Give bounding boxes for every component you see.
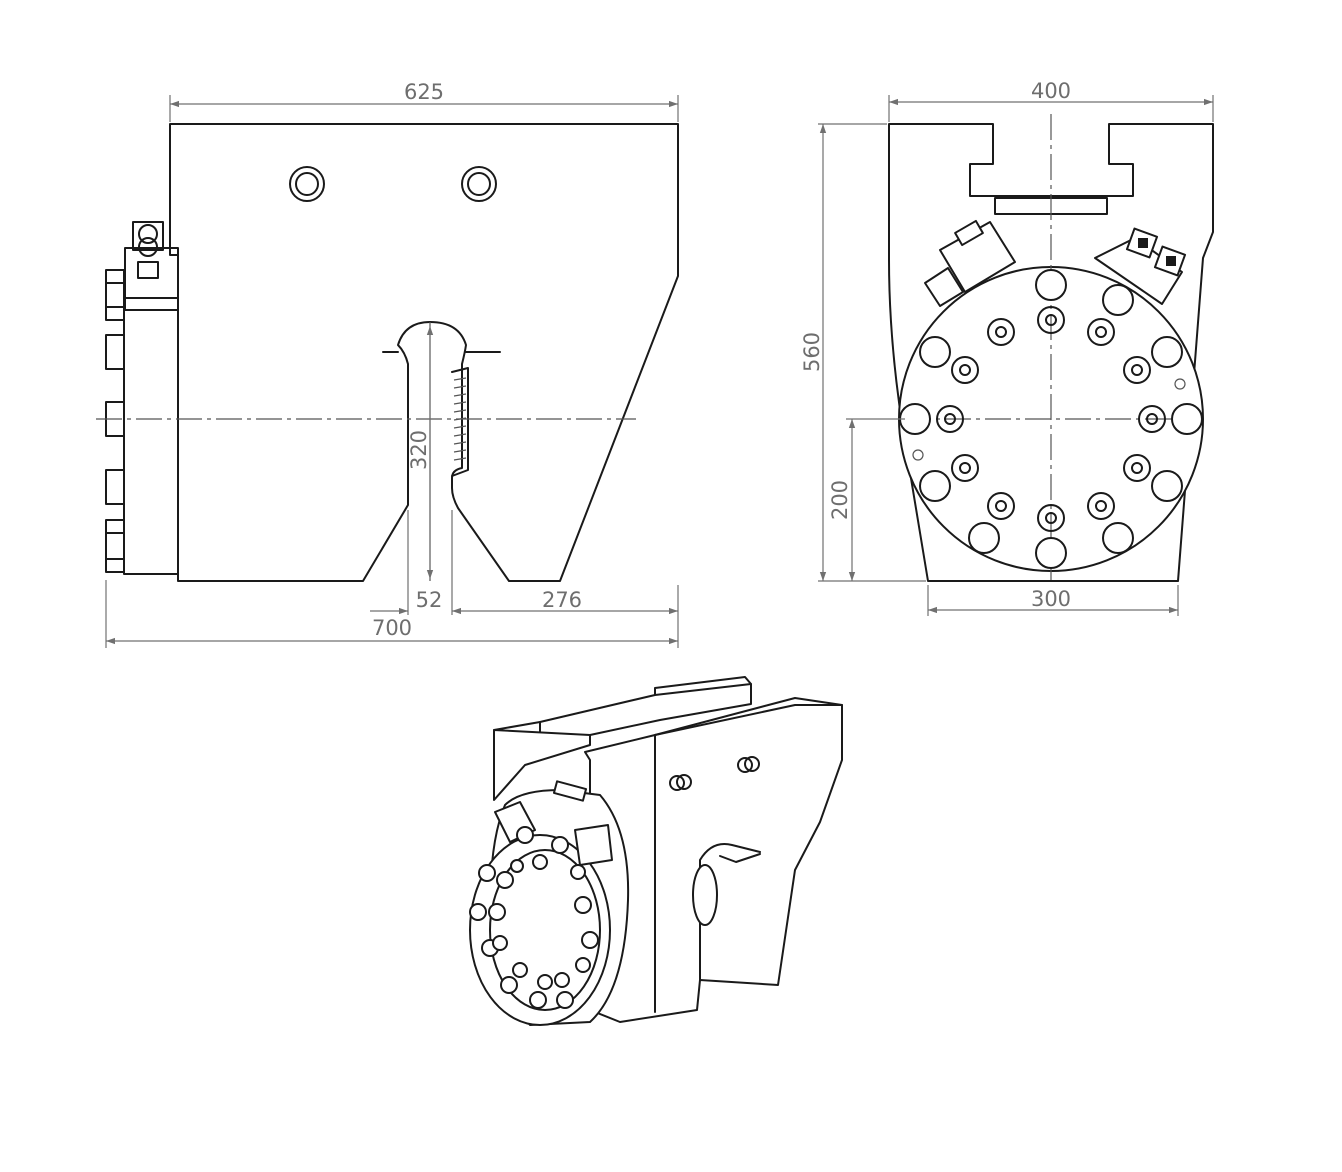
valve-cap: [132, 221, 164, 251]
valve-knob-2: [138, 237, 158, 257]
front-view: [888, 114, 1214, 585]
side-view: [96, 123, 679, 582]
sensor-left: [924, 219, 1016, 307]
outer-bolt-circles: [899, 269, 1203, 569]
inner-bolt-heads: [912, 306, 1186, 532]
iso-bolt-heads: [469, 826, 599, 1009]
sensor-right: [1094, 227, 1187, 305]
dim-200: 200: [828, 480, 852, 520]
iso-hole-2: [737, 757, 753, 773]
mount-hole-right: [461, 166, 497, 202]
bolt-head-4: [105, 469, 125, 505]
dim-700: 700: [372, 616, 412, 640]
side-dimensions: 625 700 52 276 320: [105, 80, 679, 648]
rack-teeth: [453, 377, 467, 461]
bolt-head-5: [105, 519, 125, 573]
mount-hole-right-inner: [467, 172, 491, 196]
front-dimensions: 400 300 560 200: [800, 79, 1214, 616]
mount-hole-left: [289, 166, 325, 202]
dim-400: 400: [1031, 79, 1071, 103]
bolt-head-2: [105, 334, 125, 370]
mount-hole-left-inner: [295, 172, 319, 196]
dim-625: 625: [404, 80, 444, 104]
dim-320: 320: [407, 430, 431, 470]
side-body-outline: [169, 123, 679, 582]
valve-knob: [138, 224, 158, 244]
dim-300: 300: [1031, 587, 1071, 611]
side-plate: [123, 297, 179, 575]
valve-fitting: [137, 261, 159, 279]
dim-52: 52: [416, 588, 443, 612]
isometric-view: [469, 676, 843, 1026]
dim-276: 276: [542, 588, 582, 612]
dim-560: 560: [800, 332, 824, 372]
bolt-head-1: [105, 269, 125, 321]
iso-hole-1: [669, 775, 685, 791]
iso-spindle-boss: [692, 864, 718, 926]
